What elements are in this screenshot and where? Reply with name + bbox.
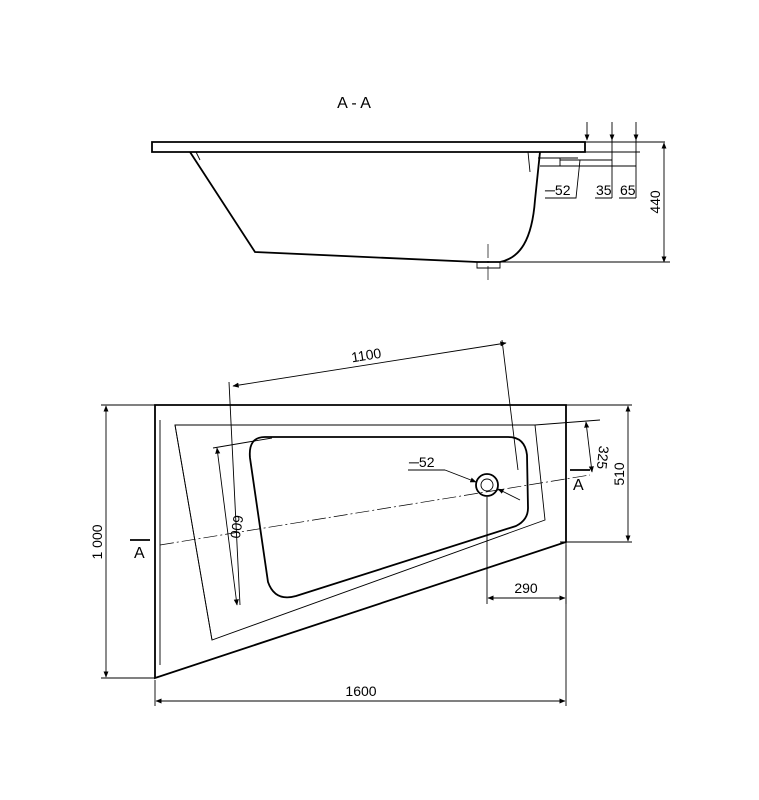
plan-inner-rim-2: [159, 420, 213, 665]
section-rim: [151, 141, 586, 153]
dim-325-line: [584, 421, 594, 473]
dim-440: 440: [647, 190, 663, 214]
dim-1100-line: [232, 341, 507, 388]
dim-1600: 1600: [345, 683, 376, 699]
drain-outer: [475, 473, 499, 497]
plan-view: ─52 A A 1100 600 325 510 290 1600 1 0: [89, 339, 632, 706]
plan-drain-label: ─52: [408, 454, 435, 470]
cut-marker-left: A: [134, 545, 145, 562]
drain-inner: [480, 478, 494, 492]
dim-325-ext: [534, 404, 632, 543]
dim-65-ext: [619, 138, 637, 199]
drain-leader-2: [497, 488, 521, 501]
dim-325: 325: [594, 445, 612, 470]
cut-marker-right: A: [573, 477, 584, 494]
dim-600-ext: [212, 437, 273, 449]
dim-600-line: [215, 447, 239, 606]
dim-1000: 1 000: [89, 524, 105, 559]
dim-1100: 1100: [350, 345, 382, 366]
dim-guide-lines: [560, 141, 665, 167]
plan-basin: [248, 436, 529, 599]
section-pipe-label: ─52: [544, 182, 571, 198]
pipe-label-leader: [545, 159, 581, 199]
dim-600: 600: [227, 514, 246, 540]
drain-outlet: [476, 262, 501, 269]
drain-leader: [444, 469, 477, 483]
overflow-pipe: [538, 157, 578, 167]
section-title: A - A: [337, 95, 371, 112]
dim-35-ext: [595, 138, 613, 199]
section-view: A - A ─52 35 65 440: [151, 95, 670, 282]
dim-1000-ext: [101, 404, 155, 679]
section-body: [189, 151, 541, 263]
dim-35: 35: [596, 182, 612, 198]
dim-510: 510: [611, 462, 627, 486]
plan-outline: [154, 404, 567, 680]
dim-65: 65: [620, 182, 636, 198]
dim-290: 290: [514, 580, 538, 596]
section-inner-wall: [195, 151, 531, 173]
dim-1600-ext: [154, 545, 567, 706]
